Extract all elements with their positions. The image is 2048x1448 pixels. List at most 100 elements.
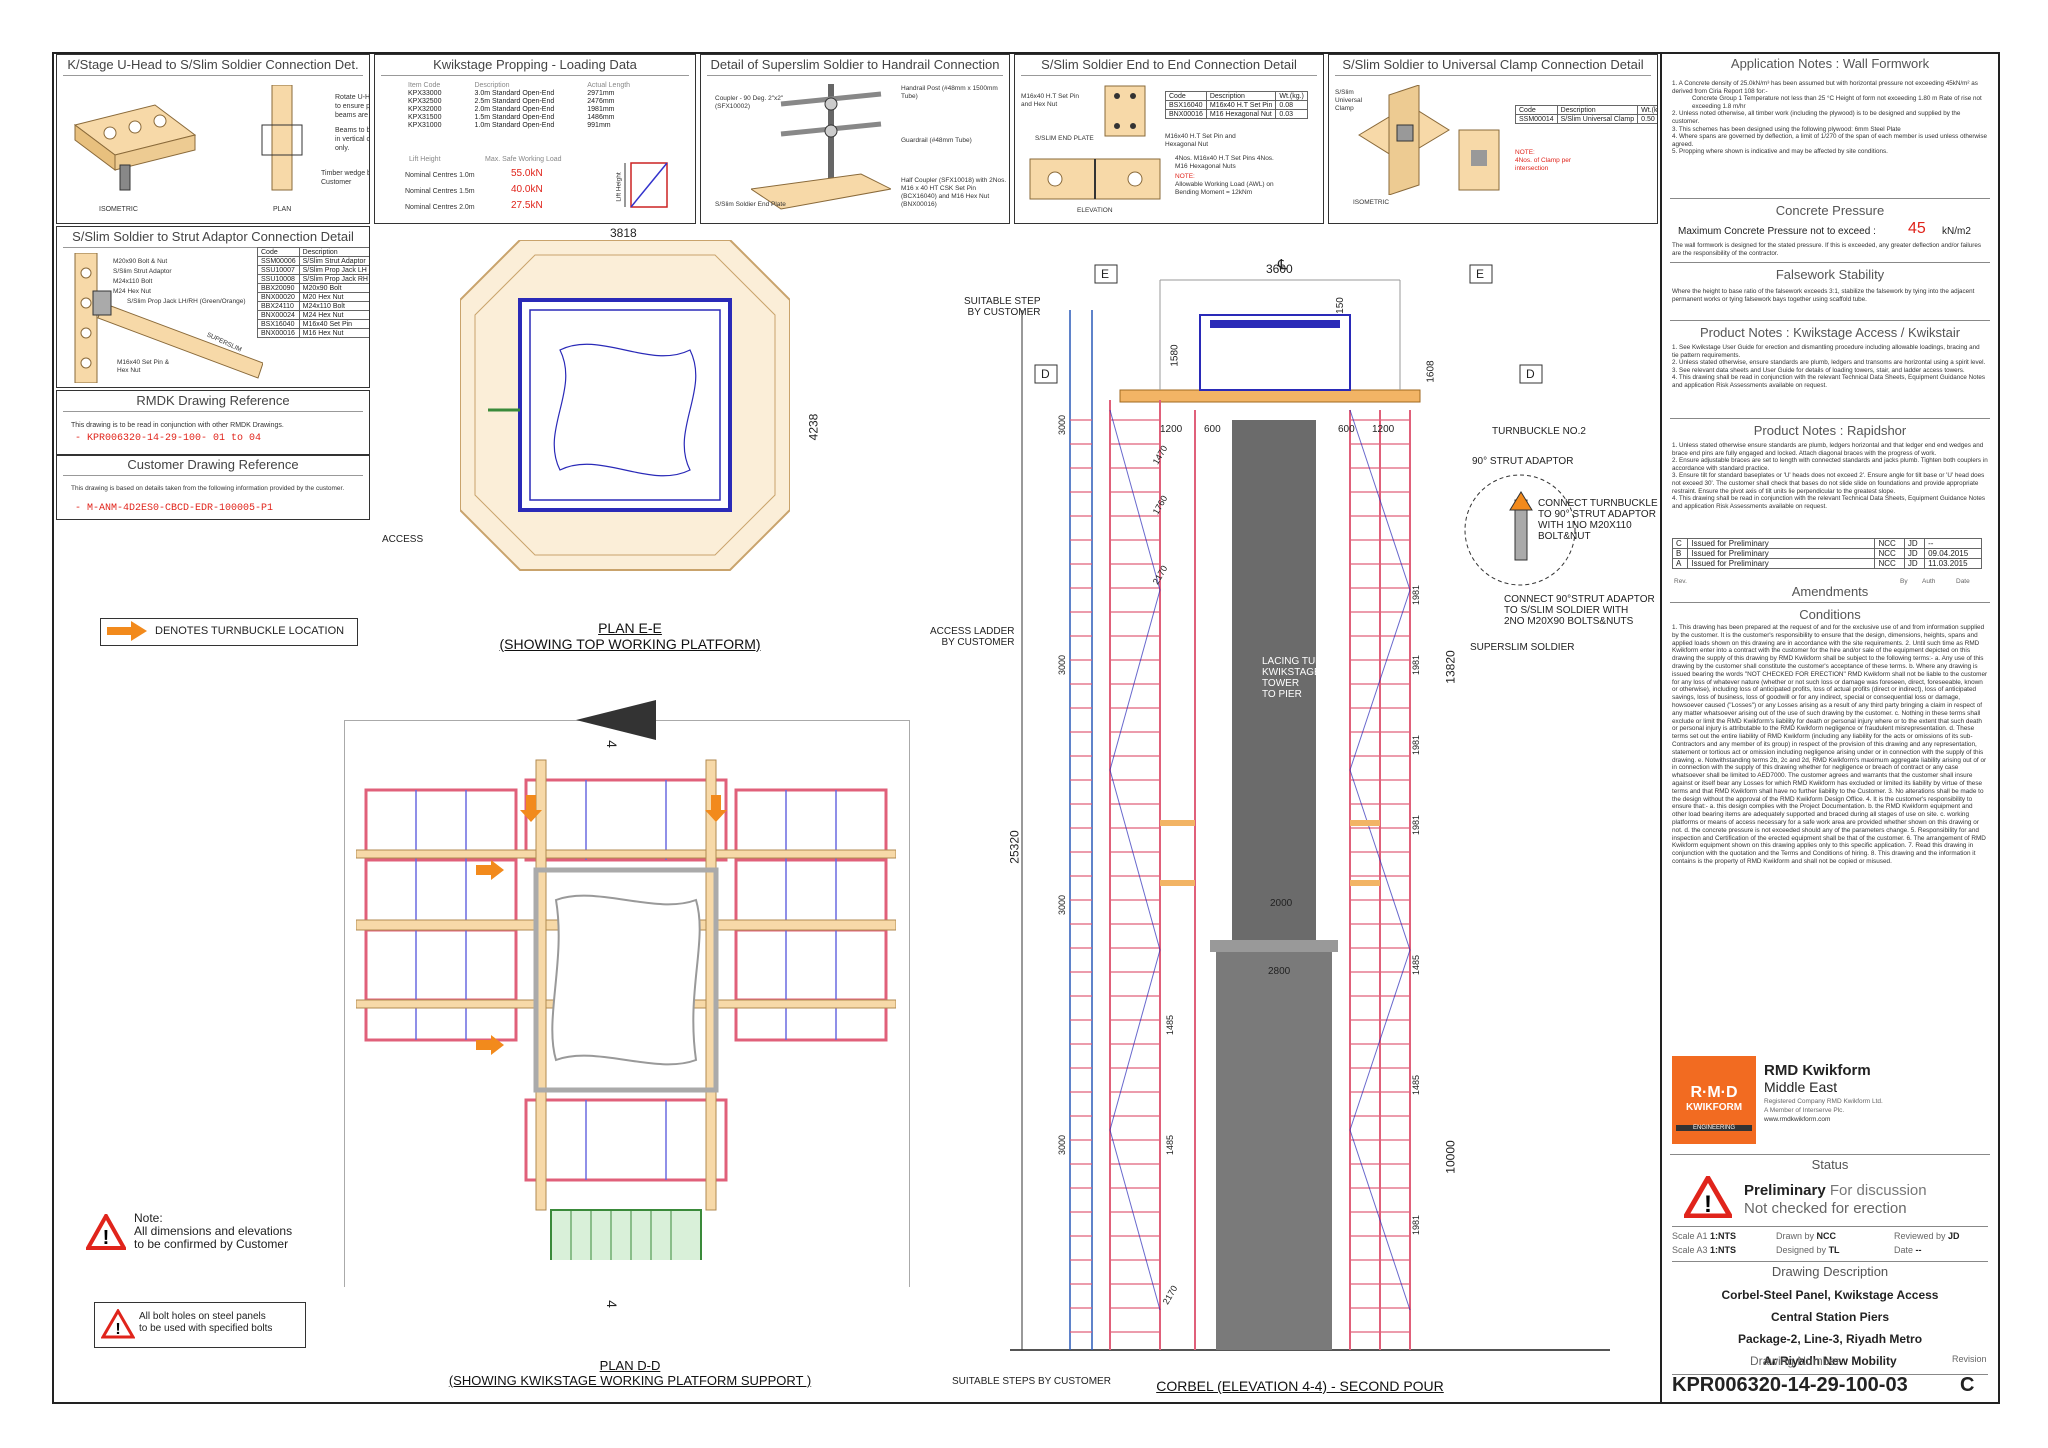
handrail-note: Half Coupler (SFX10018) with 2Nos. M16 x… <box>901 177 1007 208</box>
inner-dim: 1981 <box>1411 1214 1422 1236</box>
endplate-label: S/SLIM END PLATE <box>1035 135 1094 142</box>
status-preliminary: Preliminary <box>1744 1182 1826 1199</box>
access-label: ACCESS <box>382 534 424 545</box>
dim-10000: 10000 <box>1443 1140 1458 1174</box>
strut-label: S/Slim Strut Adaptor <box>113 268 172 275</box>
rapidshor-notes: 1. Unless stated otherwise ensure standa… <box>1672 442 1988 510</box>
drawn-by-value: NCC <box>1816 1231 1837 1241</box>
turnbuckle-arrow-icon <box>107 621 147 641</box>
handrail-note: Guardrail (#48mm Tube) <box>901 137 972 144</box>
uhead-detail-panel: K/Stage U-Head to S/Slim Soldier Connect… <box>56 54 370 224</box>
drawn-by-label: Drawn by <box>1776 1231 1815 1241</box>
concrete-pressure-unit: kN/m2 <box>1942 226 1971 237</box>
handrail-note: Handrail Post (#48mm x 1500mm Tube) <box>901 85 998 100</box>
application-notes: 1. A Concrete density of 25.0kN/m³ has b… <box>1672 80 1988 156</box>
inner-dim: 1981 <box>1411 814 1422 836</box>
dim-2800: 2800 <box>1268 966 1291 977</box>
clamp-isometric-drawing <box>1358 85 1450 195</box>
end-to-end-panel: S/Slim Soldier End to End Connection Det… <box>1014 54 1324 224</box>
plan-dd-title: PLAN D-D(SHOWING KWIKSTAGE WORKING PLATF… <box>448 1358 812 1388</box>
centerline-mark: ℄ <box>1278 256 1287 272</box>
note-label: NOTE: <box>1515 149 1535 156</box>
drawing-number: KPR006320-14-29-100-03 <box>1672 1374 1908 1396</box>
dim-1200-right: 1200 <box>1372 424 1395 435</box>
reviewed-by-label: Reviewed by <box>1894 1231 1946 1241</box>
status-title: Status <box>1670 1154 1990 1172</box>
uhead-note: beams are central. <box>335 112 369 119</box>
lift-height-diagram <box>624 162 668 208</box>
lift-header: Lift Height <box>409 156 441 163</box>
handrail-drawing <box>751 84 891 210</box>
panel-title: K/Stage U-Head to S/Slim Soldier Connect… <box>67 57 359 72</box>
note-label: NOTE: <box>1175 173 1195 180</box>
plan-ee-dim-right: 4238 <box>806 413 821 441</box>
kwikstage-notes-title: Product Notes : Kwikstage Access / Kwiks… <box>1670 320 1990 340</box>
uhead-note: to ensure primary <box>335 103 370 110</box>
rev-header: By <box>1900 578 1908 585</box>
lift-dim: 3000 <box>1057 654 1068 676</box>
panel-title: S/Slim Soldier End to End Connection Det… <box>1041 57 1297 72</box>
strut-label: M16x40 Set Pin & Hex Nut <box>117 359 170 374</box>
concrete-pressure-note: The wall formwork is designed for the st… <box>1672 242 1982 257</box>
drawing-sheet <box>52 52 2000 1404</box>
rmdk-ref-number: - KPR006320-14-29-100- 01 to 04 <box>75 433 262 444</box>
dim-2000: 2000 <box>1270 898 1293 909</box>
handrail-note: S/Slim Soldier End Plate <box>715 201 786 208</box>
qty-note: 4Nos. M16x40 H.T Set Pins 4Nos. M16 Hexa… <box>1175 155 1274 170</box>
uhead-isometric-drawing <box>73 104 197 191</box>
dim-1200-left: 1200 <box>1160 424 1183 435</box>
strut-label: S/Slim Prop Jack LH/RH (Green/Orange) <box>127 298 246 305</box>
lift-dim: 3000 <box>1057 414 1068 436</box>
svg-text:!: ! <box>115 1321 120 1338</box>
conditions-text: 1. This drawing has been prepared at the… <box>1672 624 1988 865</box>
concrete-pressure-title: Concrete Pressure <box>1670 198 1990 218</box>
panel-title: RMDK Drawing Reference <box>136 393 290 408</box>
rmd-logo: R·M·D KWIKFORM ENGINEERING <box>1672 1056 1756 1144</box>
lift-dim: 3000 <box>1057 894 1068 916</box>
plan-ee-drawing <box>460 240 790 571</box>
company-member: A Member of Interserve Plc. <box>1764 1107 1845 1114</box>
scale-a1-label: Scale A1 <box>1672 1231 1708 1241</box>
load-row-label: Nominal Centres 1.0m <box>405 172 475 179</box>
awl-note: Allowable Working Load (AWL) on Bending … <box>1175 181 1274 196</box>
strut-label: M20x90 Bolt & Nut <box>113 258 168 265</box>
dim-600-right: 600 <box>1338 424 1355 435</box>
handrail-note: Coupler - 90 Deg. 2"x2" (SFX10002) <box>715 95 784 110</box>
section-e-right: E <box>1476 267 1485 281</box>
load-row-value: 27.5kN <box>511 200 543 211</box>
amendments-title: Amendments <box>1791 584 1869 599</box>
endplate-drawing <box>1104 85 1146 137</box>
inner-dim: 1981 <box>1411 734 1422 756</box>
turnbuckle-legend: DENOTES TURNBUCKLE LOCATION <box>100 618 358 646</box>
elevation-title: CORBEL (ELEVATION 4-4) - SECOND POUR <box>1156 1378 1444 1394</box>
legend-label: DENOTES TURNBUCKLE LOCATION <box>155 625 345 637</box>
conditions-title: Conditions <box>1670 602 1990 622</box>
handrail-detail-panel: Detail of Superslim Soldier to Handrail … <box>700 54 1010 224</box>
inner-dim: 1981 <box>1411 654 1422 676</box>
col-header: Actual Length <box>587 81 631 89</box>
revision-title: Revision <box>1952 1354 1987 1364</box>
dim-25320: 25320 <box>1007 830 1022 864</box>
uhead-note: Rotate U-Head <box>335 94 370 101</box>
isometric-label: ISOMETRIC <box>99 206 138 213</box>
superslim-soldier-label: SUPERSLIM SOLDIER <box>1470 642 1575 653</box>
uhead-note: in vertical orientation <box>335 136 369 143</box>
dim-1608: 1608 <box>1425 360 1437 383</box>
